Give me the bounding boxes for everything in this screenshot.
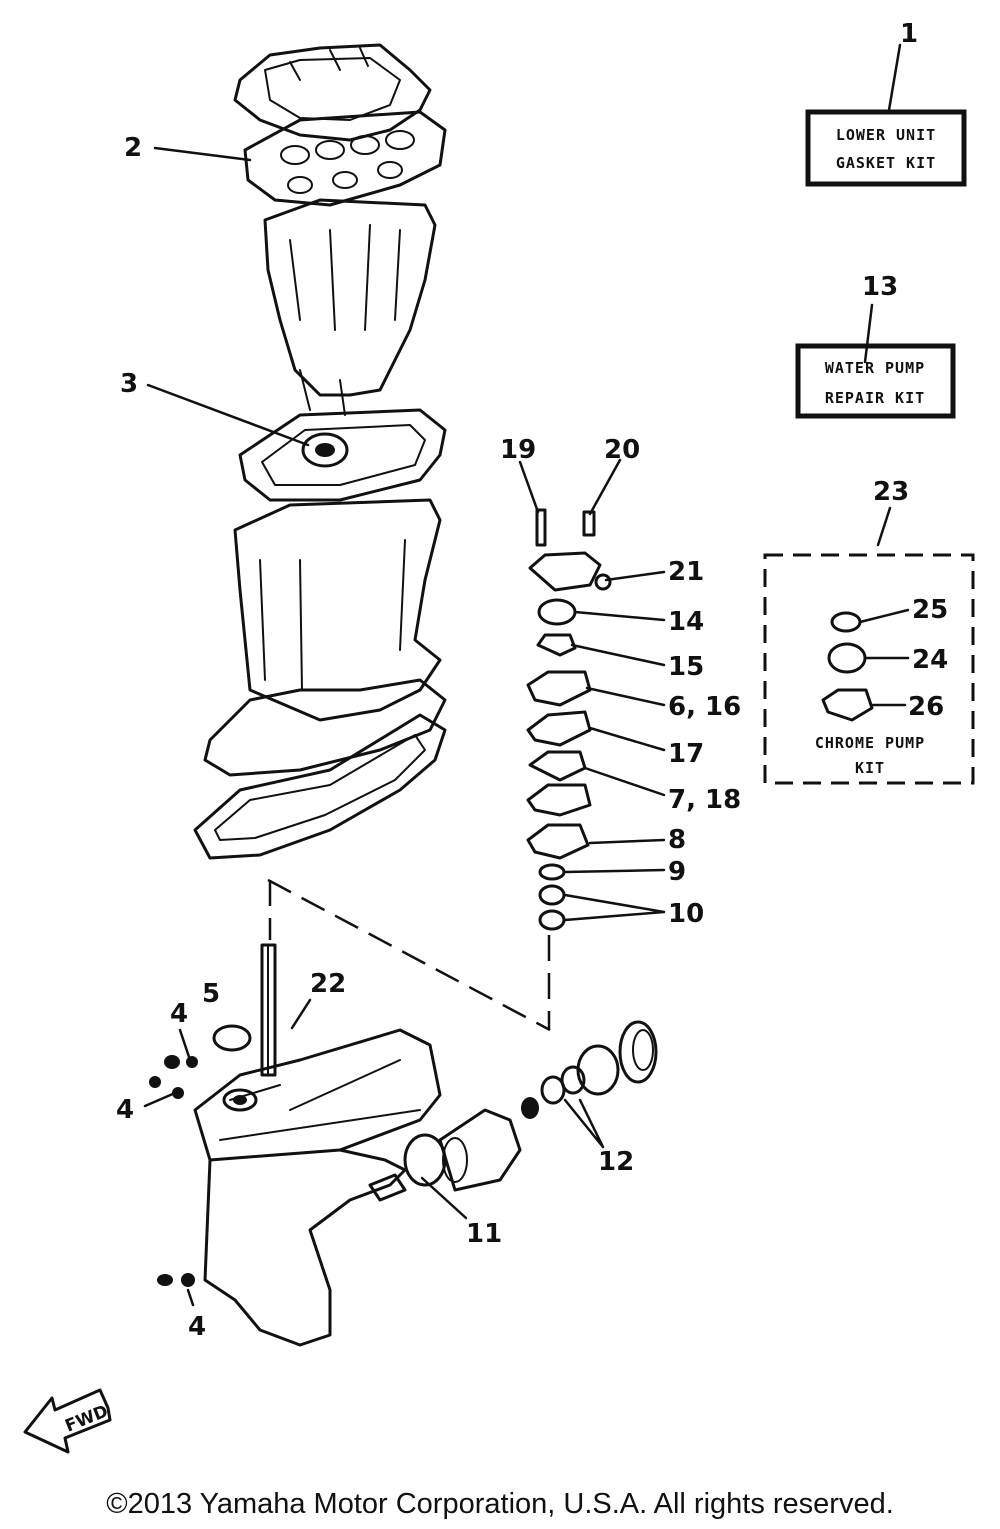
lower-gasket: [193, 713, 447, 860]
lower-unit-gasket-kit-box: LOWER UNIT GASKET KIT: [805, 109, 967, 187]
callout-4-left: 4: [116, 1095, 134, 1125]
callout-14: 14: [668, 607, 704, 637]
callout-23: 23: [873, 477, 909, 507]
callout-19: 19: [500, 435, 536, 465]
water-pump-repair-kit-box: WATER PUMP REPAIR KIT: [795, 343, 956, 419]
callout-7-18: 7, 18: [668, 785, 741, 815]
chrome-pump-parts: [821, 611, 874, 722]
callout-12: 12: [598, 1147, 634, 1177]
callout-4-top: 4: [170, 999, 188, 1029]
callout-24: 24: [912, 645, 948, 675]
lower-casing: [203, 498, 447, 777]
callout-22: 22: [310, 969, 346, 999]
callout-5: 5: [202, 979, 220, 1009]
gearcase: [193, 1028, 442, 1347]
assembly-lines: [267, 878, 551, 1032]
upper-casing: [233, 43, 432, 142]
callout-11: 11: [466, 1219, 502, 1249]
callout-3: 3: [120, 369, 138, 399]
water-pump-stack: [526, 508, 612, 931]
callout-17: 17: [668, 739, 704, 769]
exhaust-housing: [263, 198, 437, 416]
callout-9: 9: [668, 857, 686, 887]
callout-2: 2: [124, 133, 142, 163]
lower-unit-kit-line2: GASKET KIT: [836, 154, 936, 172]
chrome-pump-kit-box: CHROME PUMP KIT: [763, 553, 975, 785]
o-ring-5: [212, 1024, 252, 1052]
lower-unit-kit-line1: LOWER UNIT: [836, 126, 936, 144]
forward-arrow: FWD: [23, 1388, 112, 1454]
callout-10: 10: [668, 899, 704, 929]
callout-numbers: 1 2 3 4 4 4 5 6, 16 7, 18 8 9 10 11 12 1…: [116, 19, 948, 1342]
callout-20: 20: [604, 435, 640, 465]
oil-seal-plate: [238, 408, 447, 502]
drive-shaft: [260, 943, 277, 1077]
gasket-plate: [243, 110, 447, 207]
leader-lines: [143, 43, 910, 1307]
callout-1: 1: [900, 19, 918, 49]
drain-screws: [149, 1055, 198, 1287]
callout-21: 21: [668, 557, 704, 587]
callout-15: 15: [668, 652, 704, 682]
water-pump-kit-line1: WATER PUMP: [825, 359, 925, 377]
callout-25: 25: [912, 595, 948, 625]
callout-26: 26: [908, 692, 944, 722]
copyright-notice: ©2013 Yamaha Motor Corporation, U.S.A. A…: [106, 1488, 894, 1520]
fwd-label: FWD: [62, 1401, 111, 1436]
water-pump-kit-line2: REPAIR KIT: [825, 389, 925, 407]
callout-8: 8: [668, 825, 686, 855]
callout-4-bottom: 4: [188, 1312, 206, 1342]
callout-6-16: 6, 16: [668, 692, 741, 722]
chrome-pump-kit-line1: CHROME PUMP: [815, 734, 925, 752]
chrome-pump-kit-line2: KIT: [855, 759, 885, 777]
propeller-shaft-parts: [403, 1020, 658, 1192]
callout-13: 13: [862, 272, 898, 302]
